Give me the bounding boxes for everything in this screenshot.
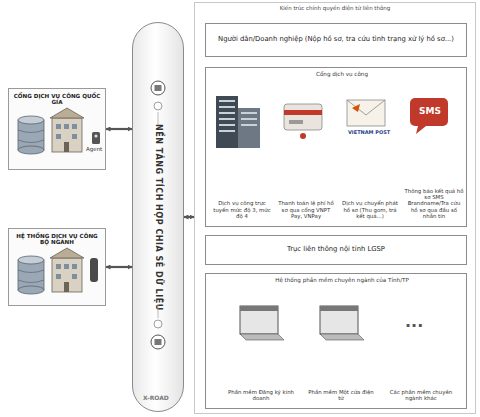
node-text: Các phần mềm chuyên ngành khác [386, 389, 456, 401]
system-box: CỔNG DỊCH VỤ CÔNG QUỐC GIA [8, 88, 106, 170]
portal-group: Cổng dịch vụ côngDịch vụ công trực tuyến… [205, 67, 467, 227]
node-text: Người dân/Doanh nghiệp (Nộp hồ sơ, tra c… [218, 36, 454, 44]
node-text: Hệ thống phần mềm chuyên ngành của Tỉnh/… [218, 277, 466, 283]
agent-device-icon [92, 132, 100, 144]
database-icon [18, 256, 44, 294]
service-item: Dịch vụ công trực tuyến mức độ 3, mức độ… [212, 90, 272, 222]
software-window-icon [320, 306, 364, 340]
service-item: Thông báo kết quả hồ sơ SMS Brandname/Tr… [404, 90, 464, 222]
node-text: HỆ THỐNG DỊCH VỤ CÔNG BỘ NGÀNH [13, 233, 101, 246]
node-text: Dịch vụ chuyển phát hồ sơ (Thu gom, trả … [340, 200, 400, 219]
software-item: Các phần mềm chuyên ngành khác [386, 294, 456, 404]
node-text: Kiến trúc chính quyền điện tử liên thông [280, 5, 391, 11]
service-item: Thanh toán lệ phí hồ sơ qua cổng VNPT Pa… [276, 90, 336, 222]
node-text: Dịch vụ công trực tuyến mức độ 3, mức độ… [212, 200, 272, 219]
software-item: Phần mềm Đăng ký kinh doanh [226, 294, 296, 404]
system-box: HỆ THỐNG DỊCH VỤ CÔNG BỘ NGÀNH [8, 228, 106, 306]
node-text: CỔNG DỊCH VỤ CÔNG QUỐC GIA [13, 93, 101, 106]
security-server-icon [151, 81, 165, 349]
node-text: Cổng dịch vụ công [218, 71, 466, 77]
platform-band: NỀN TẢNG TÍCH HỢP CHIA SẺ DỮ LIỆU [132, 22, 184, 412]
software-item: Phần mềm Một cửa điện tử [306, 294, 376, 404]
database-icon [18, 116, 44, 154]
building-icon [50, 108, 84, 152]
node-text: Thanh toán lệ phí hồ sơ qua cổng VNPT Pa… [276, 200, 336, 219]
cylinder-icon [90, 258, 98, 282]
double-arrow [184, 216, 194, 218]
lgsp-box: Trục liên thông nội tỉnh LGSP [205, 235, 467, 265]
architecture-frame: Kiến trúc chính quyền điện tử liên thông… [194, 2, 476, 414]
node-text: Phần mềm Đăng ký kinh doanh [226, 389, 296, 401]
double-arrow [106, 266, 132, 268]
node-text: NỀN TẢNG TÍCH HỢP CHIA SẺ DỮ LIỆU [153, 124, 162, 311]
sms-bubble-icon [410, 98, 448, 134]
servers-building-icon [216, 96, 260, 148]
node-text: Thông báo kết quả hồ sơ SMS Brandname/Tr… [404, 188, 464, 219]
software-window-icon [240, 306, 284, 340]
node-text: Phần mềm Một cửa điện tử [306, 389, 376, 401]
software-group: Hệ thống phần mềm chuyên ngành của Tỉnh/… [205, 273, 467, 409]
post-envelope-icon [347, 100, 385, 126]
building-icon [50, 248, 84, 292]
user-box: Người dân/Doanh nghiệp (Nộp hồ sơ, tra c… [205, 23, 467, 57]
payment-card-icon [284, 104, 322, 139]
service-item: Dịch vụ chuyển phát hồ sơ (Thu gom, trả … [340, 90, 400, 222]
double-arrow [106, 128, 132, 130]
node-text: Trục liên thông nội tỉnh LGSP [287, 246, 385, 254]
